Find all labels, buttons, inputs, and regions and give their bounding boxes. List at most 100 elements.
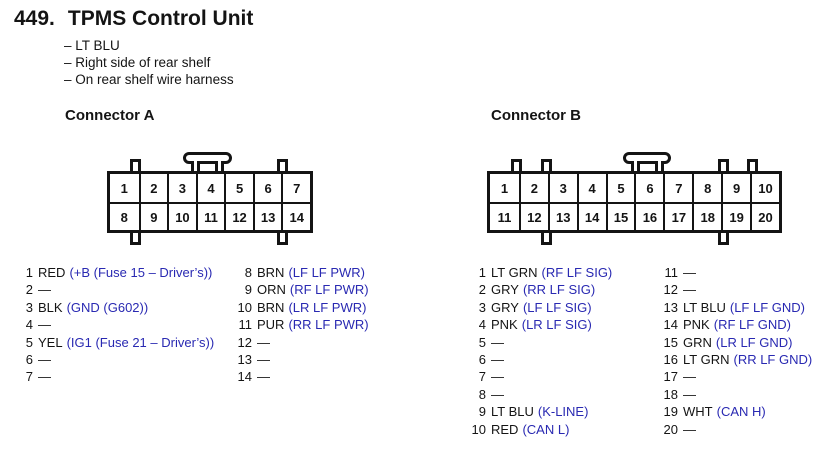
pin-row: 2 GRY(RR LF SIG) xyxy=(462,281,612,298)
pin-wire-color: — xyxy=(683,386,696,402)
mounting-tab-bottom xyxy=(276,233,288,245)
pin-number: 10 xyxy=(237,299,252,315)
pin-number: 11 xyxy=(664,265,679,280)
pin-row: 20— xyxy=(654,421,812,438)
pin-row: 4— xyxy=(14,316,214,333)
pin-wire-color: — xyxy=(257,352,270,368)
connector-pin-cell: 12 xyxy=(224,202,253,230)
pin-signal: (K-LINE) xyxy=(537,404,589,420)
pin-number: 12 xyxy=(663,282,678,298)
pin-row: 13— xyxy=(228,351,369,368)
pin-signal: (LF LF SIG) xyxy=(522,299,592,315)
pin-signal: (RR LF GND) xyxy=(733,352,813,368)
pin-wire-color: YEL xyxy=(38,334,63,350)
pin-number: 5 xyxy=(25,334,33,350)
connector-pin-cell: 9 xyxy=(721,174,750,202)
connector-pin-cell: 17 xyxy=(663,202,693,230)
pin-wire-color: — xyxy=(491,369,504,385)
connector-pin-cell: 2 xyxy=(138,174,168,202)
location-note: – LT BLU xyxy=(64,38,120,53)
pin-wire-color: BRN xyxy=(257,265,285,280)
pin-number: 14 xyxy=(237,369,252,385)
location-note: – On rear shelf wire harness xyxy=(64,72,234,87)
pin-wire-color: LT BLU xyxy=(683,299,726,315)
connector-pin-cell: 5 xyxy=(224,174,253,202)
connector-latch-leg xyxy=(655,161,664,171)
connector-pin-cell: 8 xyxy=(110,202,139,230)
connector-pin-cell: 2 xyxy=(518,174,548,202)
pin-signal: (RF LF PWR) xyxy=(289,282,369,298)
connector-pin-cell: 3 xyxy=(167,174,196,202)
pin-signal: (CAN L) xyxy=(522,421,570,437)
pin-number: 1 xyxy=(478,265,486,280)
pin-row: 7— xyxy=(14,368,214,385)
connector-pin-cell: 5 xyxy=(605,174,635,202)
pin-wire-color: BRN xyxy=(257,299,285,315)
pin-number: 2 xyxy=(478,282,486,298)
pin-wire-color: GRY xyxy=(491,299,519,315)
connector-pin-cell: 10 xyxy=(167,202,196,230)
pin-row: 5— xyxy=(462,334,612,351)
connector-pin-cell: 12 xyxy=(518,202,548,230)
pin-wire-color: — xyxy=(491,386,504,402)
pin-number: 6 xyxy=(478,352,486,368)
pin-wire-color: — xyxy=(38,352,51,368)
pin-number: 6 xyxy=(25,352,33,368)
connector-pin-cell: 20 xyxy=(750,202,779,230)
pin-wire-color: LT GRN xyxy=(683,352,730,368)
connector-pin-cell: 9 xyxy=(138,202,168,230)
location-note: – Right side of rear shelf xyxy=(64,55,211,70)
page-title: TPMS Control Unit xyxy=(67,7,254,30)
pin-wire-color: WHT xyxy=(683,404,713,420)
pin-number: 3 xyxy=(25,299,33,315)
pin-number: 15 xyxy=(663,334,678,350)
pin-wire-color: ORN xyxy=(257,282,286,298)
pin-signal: (CAN H) xyxy=(716,404,766,420)
connector-pin-cell: 4 xyxy=(576,174,606,202)
pin-signal: (LR LF GND) xyxy=(715,334,793,350)
pin-wire-color: — xyxy=(683,265,696,280)
connector-pin-cell: 6 xyxy=(252,174,282,202)
connector-pin-cell: 7 xyxy=(281,174,310,202)
pin-number: 20 xyxy=(663,421,678,437)
connector-pin-cell: 11 xyxy=(195,202,225,230)
connector-latch-leg xyxy=(631,161,640,171)
pin-signal: (RR LF PWR) xyxy=(288,317,369,333)
connector-pin-cell: 16 xyxy=(634,202,664,230)
pin-signal: (LR LF PWR) xyxy=(288,299,367,315)
pin-signal: (IG1 (Fuse 21 – Driver’s)) xyxy=(66,334,215,350)
connector-pin-cell: 6 xyxy=(634,174,663,202)
pin-row: 17— xyxy=(654,368,812,385)
connector-pin-cell: 10 xyxy=(750,174,779,202)
pin-row: 2— xyxy=(14,281,214,298)
pin-wire-color: GRY xyxy=(491,282,519,298)
pin-number: 19 xyxy=(663,404,678,420)
pin-signal: (RR LF SIG) xyxy=(522,282,596,298)
connector-b-label: Connector B xyxy=(491,107,581,124)
pin-wire-color: LT BLU xyxy=(491,404,534,420)
pin-signal: (RF LF SIG) xyxy=(541,265,613,280)
page-title-row: 449.TPMS Control Unit xyxy=(14,7,253,31)
connector-pin-cell: 11 xyxy=(490,202,519,230)
pin-wire-color: — xyxy=(38,369,51,385)
pin-signal: (+B (Fuse 15 – Driver’s)) xyxy=(69,265,213,280)
pin-row: 8— xyxy=(462,386,612,403)
mounting-tab-top xyxy=(540,159,552,171)
pin-number: 14 xyxy=(663,317,678,333)
pin-number: 7 xyxy=(478,369,486,385)
pin-wire-color: RED xyxy=(38,265,66,280)
pin-number: 7 xyxy=(25,369,33,385)
connector-pin-cell: 13 xyxy=(547,202,577,230)
pin-signal: (LR LF SIG) xyxy=(521,317,592,333)
